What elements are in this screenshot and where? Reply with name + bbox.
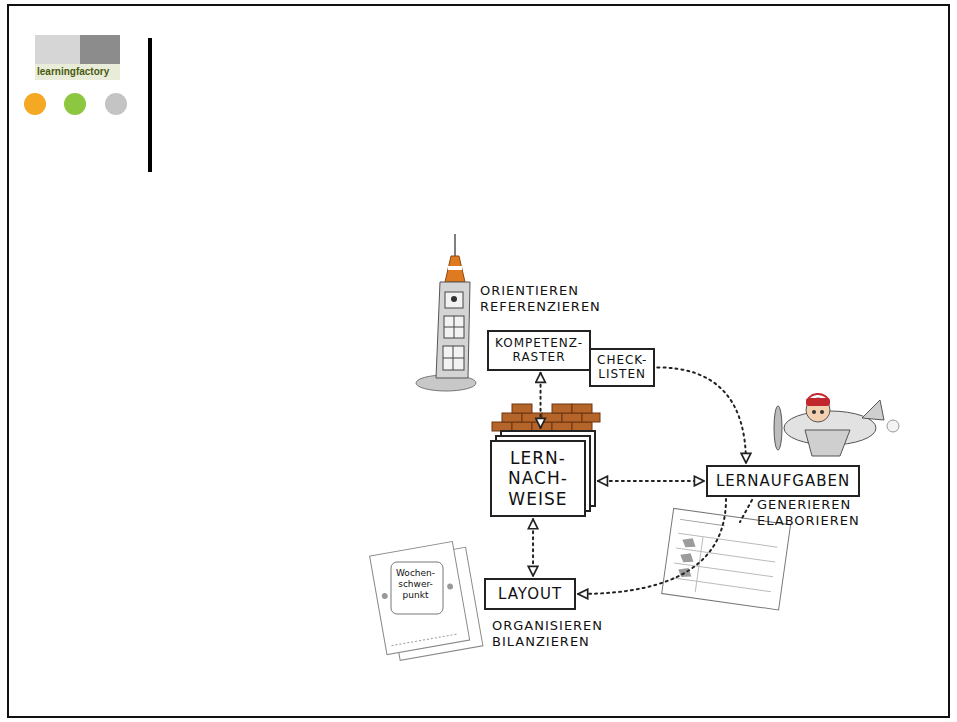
tower-figure — [451, 296, 457, 302]
brick — [572, 404, 592, 413]
box-text: LERN- NACH- WEISE — [508, 448, 568, 509]
tower-body — [436, 282, 470, 378]
checklist-box: CHECK- LISTEN — [589, 348, 655, 387]
logo-shade — [35, 35, 80, 64]
brick — [542, 413, 562, 422]
brick — [552, 404, 572, 413]
pilot-face — [806, 398, 830, 422]
window-bar — [444, 327, 464, 328]
propeller — [774, 406, 782, 450]
evidence-stack: LERN- NACH- WEISE — [490, 440, 586, 517]
dotted-connector — [598, 480, 704, 482]
plane-tail — [862, 400, 884, 420]
brick — [492, 422, 512, 431]
green-dot — [64, 93, 86, 115]
brick — [502, 413, 522, 422]
logo-block — [35, 35, 120, 80]
slide-border — [8, 5, 949, 717]
sheet-line — [391, 634, 456, 645]
grid-box: KOMPETENZ- RASTER — [487, 330, 591, 371]
brick — [552, 422, 572, 431]
brick — [572, 422, 592, 431]
front-sheet — [370, 541, 470, 654]
sheet-icon — [679, 552, 694, 564]
box-text: LAYOUT — [498, 585, 562, 603]
sheet-icon — [677, 567, 692, 579]
grey-dot — [105, 93, 127, 115]
dotted-connector — [657, 367, 746, 463]
pilot-helmet — [806, 398, 830, 406]
tower-window — [443, 346, 464, 370]
tower-window — [444, 316, 464, 338]
title-bar — [148, 38, 152, 172]
weekly-sheet-drawing — [370, 539, 483, 662]
tower-drawing — [416, 234, 476, 391]
airplane-drawing — [774, 393, 899, 456]
box-text: KOMPETENZ- RASTER — [495, 336, 583, 365]
pilot-eye — [812, 410, 816, 414]
brick-wall — [492, 404, 600, 431]
tower-window — [445, 292, 463, 308]
brick — [512, 422, 532, 431]
pilot-eye — [820, 410, 824, 414]
brick — [582, 413, 600, 422]
smoke-puff — [887, 420, 899, 432]
logo-band — [35, 64, 120, 80]
activity-label: ORGANISIEREN BILANZIEREN — [492, 618, 603, 649]
brick — [562, 413, 582, 422]
tower-antenna — [454, 234, 456, 256]
plane-wing — [805, 430, 850, 456]
brick — [512, 404, 532, 413]
logo-shade — [80, 35, 120, 64]
sheet-dot — [447, 583, 454, 590]
logo-text: learningfactory — [37, 66, 109, 78]
weekly-box — [391, 562, 443, 614]
sheet-icon — [681, 537, 696, 549]
activity-label: GENERIEREN ELABORIEREN — [757, 497, 860, 528]
leader-line — [740, 500, 752, 522]
tower-cone — [445, 256, 465, 282]
pilot-cap — [806, 393, 830, 408]
dotted-connector — [540, 373, 542, 428]
box-text: CHECK- LISTEN — [597, 353, 647, 382]
cone-stripe — [448, 266, 462, 270]
sheet-dot — [381, 593, 388, 600]
layout-box: LAYOUT — [484, 578, 576, 610]
activity-label: ORIENTIEREN REFERENZIEREN — [480, 283, 601, 314]
task-box: LERNAUFGABEN — [706, 465, 860, 497]
dotted-connector — [578, 499, 726, 594]
sheet-text: Wochen- schwer- punkt — [396, 568, 435, 600]
window-bar — [443, 358, 464, 359]
sheet-line — [680, 519, 725, 525]
brick — [522, 413, 542, 422]
box-text: LERNAUFGABEN — [716, 472, 850, 490]
orange-dot — [24, 93, 46, 115]
sheet-line — [672, 578, 771, 592]
brick — [532, 422, 552, 431]
dotted-connector — [532, 519, 534, 576]
logo — [24, 35, 152, 172]
